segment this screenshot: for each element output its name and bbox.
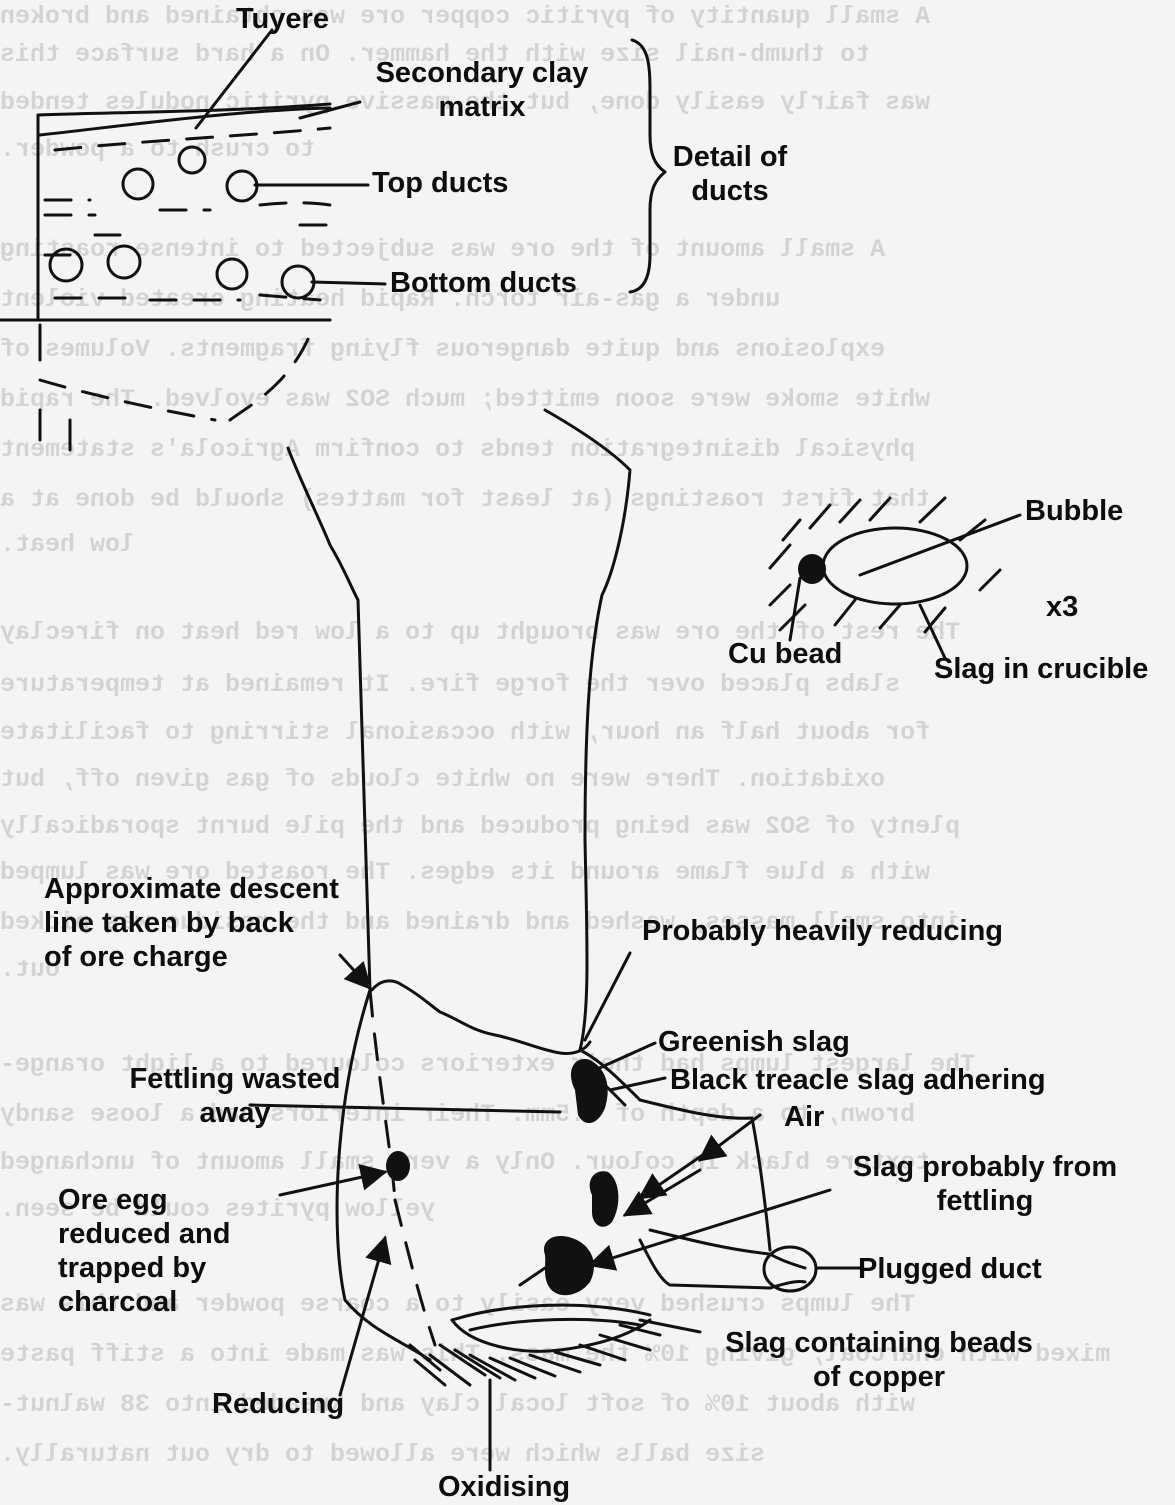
label-line: away: [118, 1096, 352, 1130]
label-air: Air: [784, 1100, 824, 1134]
label-ore-egg: Ore egg reduced and trapped by charcoal: [58, 1183, 230, 1319]
bottom-duct-circle: [108, 246, 140, 278]
top-duct-circle: [227, 171, 257, 201]
label-slag-beads: Slag containing beads of copper: [706, 1326, 1052, 1394]
label-line: reduced and: [58, 1217, 230, 1251]
label-line: Approximate descent: [44, 872, 339, 906]
label-oxidising: Oxidising: [438, 1470, 570, 1504]
bubble-inset: [770, 498, 1020, 658]
label-line: fettling: [840, 1184, 1130, 1218]
plugged-duct-ellipse: [764, 1247, 816, 1291]
label-line: Slag containing beads: [706, 1326, 1052, 1360]
label-bubble: Bubble: [1025, 494, 1123, 528]
label-line: of ore charge: [44, 940, 339, 974]
label-line: charcoal: [58, 1285, 230, 1319]
label-top-ducts: Top ducts: [372, 166, 508, 200]
top-duct-circle: [179, 147, 205, 173]
label-tuyere: Tuyere: [236, 2, 329, 36]
label-line: ducts: [652, 174, 808, 208]
label-approx-descent: Approximate descent line taken by back o…: [44, 872, 339, 974]
bottom-duct-circle: [282, 266, 314, 298]
label-line: Slag probably from: [840, 1150, 1130, 1184]
label-black-treacle: Black treacle slag adhering: [670, 1063, 1046, 1097]
label-cu-bead: Cu bead: [728, 637, 842, 671]
label-detail-of-ducts: Detail of ducts: [652, 140, 808, 208]
label-line: Detail of: [652, 140, 808, 174]
label-line: trapped by: [58, 1251, 230, 1285]
label-reducing: Reducing: [212, 1387, 344, 1421]
bottom-duct-circle: [217, 259, 247, 289]
label-x3: x3: [1046, 590, 1078, 624]
label-line: matrix: [356, 90, 608, 124]
label-line: Ore egg: [58, 1183, 230, 1217]
label-slag-in-crucible: Slag in crucible: [934, 652, 1148, 686]
slag-deposits: [386, 1059, 625, 1295]
label-secondary-clay: Secondary clay matrix: [356, 56, 608, 124]
label-line: Secondary clay: [356, 56, 608, 90]
ore-egg: [386, 1151, 410, 1181]
duct-detail-box: [0, 30, 385, 320]
label-greenish-slag: Greenish slag: [658, 1025, 850, 1059]
label-line: Fettling wasted: [118, 1062, 352, 1096]
label-bottom-ducts: Bottom ducts: [390, 266, 577, 300]
label-slag-from-fettling: Slag probably from fettling: [840, 1150, 1130, 1218]
label-line: line taken by back: [44, 906, 339, 940]
top-duct-circle: [123, 169, 153, 199]
label-line: of copper: [706, 1360, 1052, 1394]
label-heavily-reducing: Probably heavily reducing: [642, 914, 1003, 948]
label-plugged-duct: Plugged duct: [858, 1252, 1042, 1286]
label-fettling-wasted: Fettling wasted away: [118, 1062, 352, 1130]
